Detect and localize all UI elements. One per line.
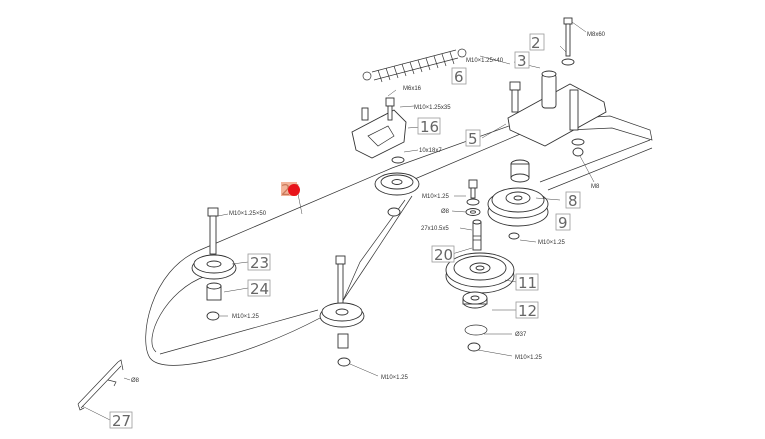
callout-20[interactable]: 20	[431, 245, 455, 264]
svg-text:8: 8	[568, 192, 578, 210]
spring	[362, 48, 467, 83]
nut-lower	[337, 357, 351, 367]
spindle-shaft	[472, 219, 482, 251]
spec-d8-a: Ø8	[441, 209, 450, 215]
svg-text:5: 5	[468, 130, 478, 148]
svg-text:11: 11	[518, 274, 537, 292]
callout-16[interactable]: 16	[417, 117, 441, 136]
idler-bracket	[351, 97, 407, 159]
callout-11[interactable]: 11	[515, 273, 539, 292]
callout-26[interactable]: 26	[281, 181, 300, 199]
callout-24[interactable]: 24	[247, 279, 271, 298]
svg-text:16: 16	[420, 118, 439, 136]
callout-8[interactable]: 8	[565, 191, 581, 210]
bolt-m10x50	[207, 207, 219, 255]
spec-m10-b: M10×1.25	[538, 240, 566, 246]
pulley-11	[445, 252, 515, 294]
spec-m10x35: M10×1.25x35	[414, 105, 451, 111]
callout-12[interactable]: 12	[515, 301, 539, 320]
svg-text:2: 2	[531, 34, 541, 52]
spec-m10-d: M10×1.25	[515, 355, 543, 361]
spacer-lower	[337, 333, 349, 349]
spec-m10x40: M10×1.25×40	[466, 58, 504, 64]
callout-23[interactable]: 23	[247, 253, 271, 272]
pulley-lower	[319, 302, 365, 328]
svg-text:20: 20	[434, 246, 453, 264]
svg-text:23: 23	[250, 254, 269, 272]
callout-2[interactable]: 2	[529, 33, 545, 52]
callout-27[interactable]: 27	[109, 411, 133, 430]
spec-d8-b: Ø8	[131, 378, 140, 384]
bolt-washers-9	[465, 179, 481, 216]
spec-m10-e: M10×1.25	[381, 375, 409, 381]
spec-d37: Ø37	[515, 332, 527, 338]
tensioner-arm	[507, 70, 607, 147]
bushing	[391, 156, 405, 164]
nut-m8	[571, 138, 585, 157]
bolt-lower	[335, 255, 346, 309]
spec-m10-c: M10×1.25	[232, 314, 260, 320]
spacer-24	[206, 282, 222, 301]
spec-27x10: 27x10.5x5	[421, 226, 449, 232]
bolt-m10x40	[509, 81, 521, 113]
callout-5[interactable]: 5	[465, 129, 481, 148]
v-belt	[145, 115, 653, 366]
callouts: 2 3 5 6 8 9 11 12	[109, 33, 581, 430]
highlight-dot[interactable]	[288, 184, 300, 196]
svg-text:12: 12	[518, 302, 537, 320]
pulley-23	[191, 254, 237, 280]
bolt-m8x60	[561, 17, 575, 66]
svg-text:6: 6	[454, 68, 464, 86]
spec-10x18x7: 10x18x7	[419, 148, 442, 154]
callout-9[interactable]: 9	[555, 213, 571, 232]
spec-m8: M8	[591, 184, 600, 190]
nut-spindle	[467, 342, 481, 352]
pulley-9	[487, 187, 549, 240]
svg-text:24: 24	[250, 280, 269, 298]
spec-m10-a: M10×1.25	[422, 194, 450, 200]
nut-23	[206, 311, 220, 321]
spec-m10x50: M10×1.25×50	[229, 211, 267, 217]
idler-pulley-top	[374, 172, 420, 217]
spec-labels: M8x60 M10×1.25×40 M6x16 M10×1.25x35 10x1…	[131, 32, 606, 384]
svg-text:9: 9	[558, 214, 568, 232]
bearing-12	[462, 291, 488, 309]
circlip	[464, 324, 488, 336]
spec-m8x60: M8x60	[587, 32, 606, 38]
svg-text:27: 27	[112, 412, 131, 430]
callout-3[interactable]: 3	[514, 51, 530, 70]
callout-6[interactable]: 6	[451, 67, 467, 86]
spec-m6x16: M6x16	[403, 86, 422, 92]
svg-text:3: 3	[517, 52, 527, 70]
leader-lines	[81, 45, 567, 421]
rod-27	[77, 359, 124, 411]
spacer-8	[510, 159, 530, 183]
